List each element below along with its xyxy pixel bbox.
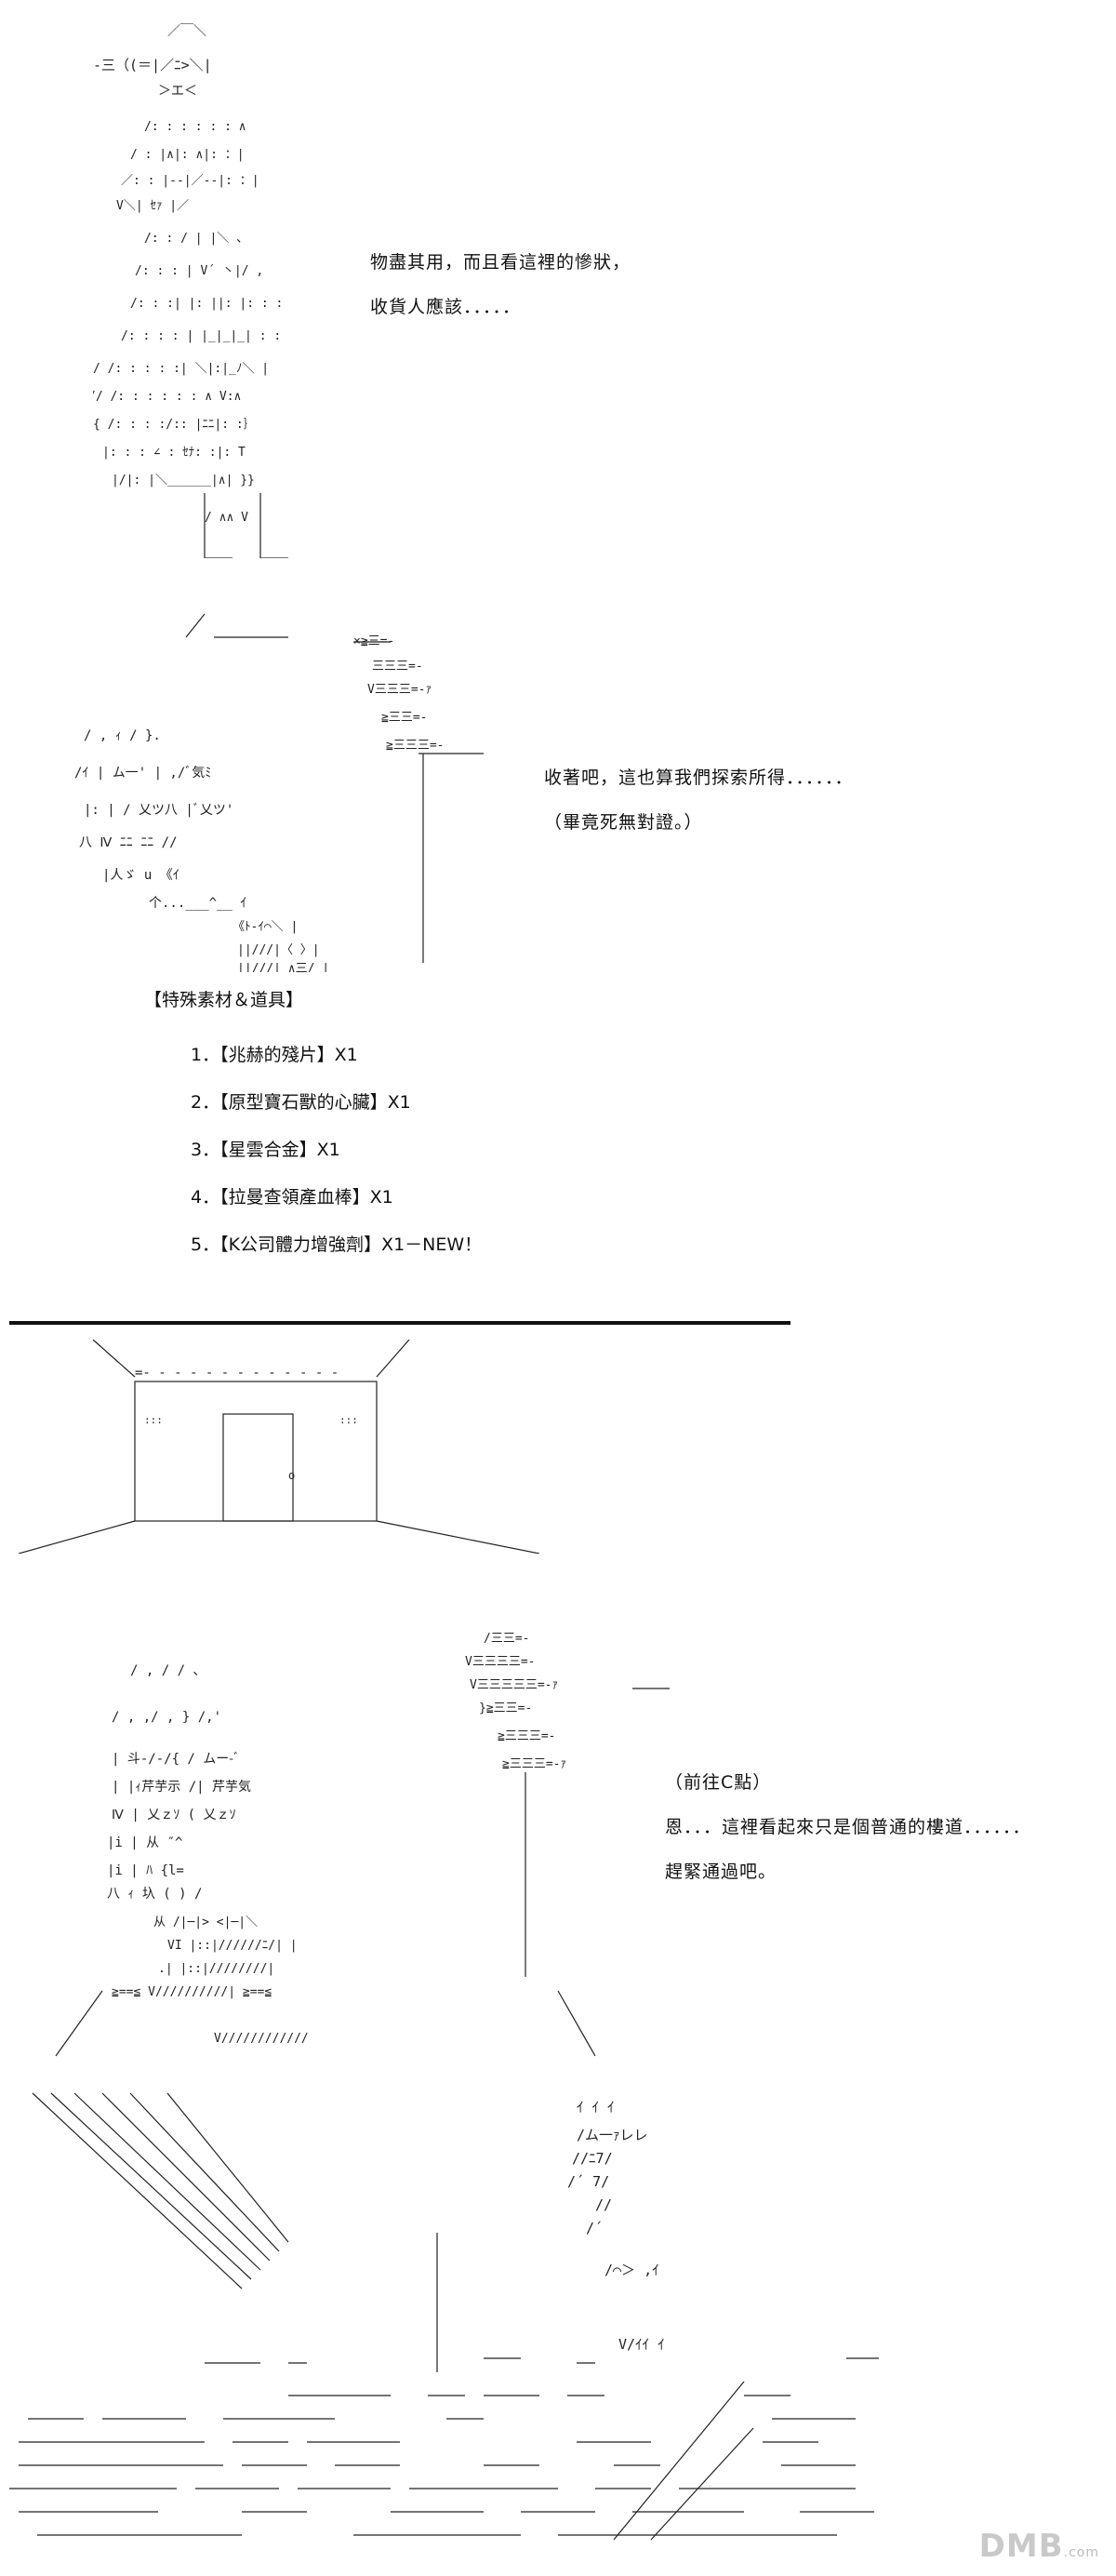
svg-text:/´: /´ [586,2220,603,2236]
svg-text://ﾆ7/: //ﾆ7/ [572,2150,613,2167]
svg-text://: // [595,2196,612,2213]
watermark-brand: DMB [978,2528,1064,2565]
corridor-art: =- - - - - - - - - - - - - o ::: ::: [19,1340,539,1554]
svg-text:/: : : : | |_|_|_| : :: /: : : : | |_|_|_| : : [121,329,281,343]
dialogue-line: 趕緊通過吧。 [665,1862,777,1882]
svg-text:V/ｲｲ ｲ: V/ｲｲ ｲ [618,2336,665,2353]
list-item: 3．【星雲合金】X1 [191,1140,340,1160]
svg-text:从 /|─|> <|─|＼: 从 /|─|> <|─|＼ [153,1915,258,1929]
svg-text::::: ::: [339,1414,358,1426]
dialogue-panel-3: （前往C點） 恩．．．這裡看起來只是個普通的樓道．．．．．． 趕緊通過吧。 [665,1760,1031,1894]
svg-text:V////////////: V//////////// [214,2032,309,2046]
svg-text:{ /: : : :/:: |ﾆﾆ|: :｝: { /: : : :/:: |ﾆﾆ|: :｝ [93,418,256,432]
svg-text:/ /: : : : :| ＼|:|_ﾉ＼ |: / /: : : : :| ＼|:|_ﾉ＼ | [93,362,269,376]
svg-text:＞エ＜: ＞エ＜ [158,84,197,99]
water-scene-art: ｲ ｲ ｲ /ム一ｧレレ //ﾆ7/ /´ 7/ // /´ /⌒＞ ,ｲ V/… [9,2092,879,2541]
water-lines [9,2357,879,2536]
item-list-header: 【特殊素材＆道具】 [144,990,304,1010]
svg-text:V三三三三三=-ｧ: V三三三三三=-ｧ [470,1678,558,1692]
svg-text:|: : : ∠ : ｾﾅ: :|: T: |: : : ∠ : ｾﾅ: :|: T [102,446,246,460]
character-standing-art: ／￣＼ -三（(＝|／ﾆ>＼| ＞エ＜ /: : : : : : ∧ / : |… [93,24,288,558]
list-item: 2．【原型寶石獸的心臟】X1 [191,1092,411,1113]
dialogue-panel-1: 物盡其用，而且看這裡的慘狀， 收貨人應該．．．．． [370,240,631,329]
svg-text:≧三三三=-: ≧三三三=- [498,1729,555,1743]
svg-text:/ , ｨ / }.: / , ｨ / }. [84,728,161,743]
section-divider [9,1321,790,1325]
svg-text:}≧三三=-: }≧三三=- [479,1702,532,1715]
svg-text:/´ 7/: /´ 7/ [567,2173,609,2190]
svg-text:/ , / / 、: / , / / 、 [130,1663,206,1678]
svg-text:Ⅳ | 乂ｚｿ ( 乂ｚｿ: Ⅳ | 乂ｚｿ ( 乂ｚｿ [112,1808,236,1822]
svg-text:个...___^__ ｲ: 个...___^__ ｲ [149,896,246,911]
watermark-suffix: .com [1063,2545,1099,2560]
svg-text:||///|〈 〉|: ||///|〈 〉| [237,943,320,957]
dialogue-panel-2: 收著吧，這也算我們探索所得．．．．．． （畢竟死無對證。） [544,755,854,845]
svg-text:// /: : : : : : ∧ V:∧: // /: : : : : : ∧ V:∧ [93,390,241,404]
svg-text:≧==≦ V//////////| ≧==≦: ≧==≦ V//////////| ≧==≦ [112,1985,272,1999]
list-item: 1．【兆赫的殘片】X1 [191,1045,358,1065]
svg-text:|/|: |＼______|∧| }}: |/|: |＼______|∧| }} [112,474,255,487]
character-hallway-art: /三三=- V三三三三=- V三三三三三=-ｧ }≧三三=- ≧三三三=- ≧三… [55,1632,670,2057]
svg-text:V三三三三=-: V三三三三=- [465,1655,535,1669]
dialogue-line: 收著吧，這也算我們探索所得．．．．．． [544,767,854,788]
svg-text:.| |::|////////|: .| |::|////////| [158,1962,274,1976]
svg-text:|i | 从 ″^: |i | 从 ″^ [107,1835,182,1850]
location-note: （前往C點） [665,1772,772,1793]
svg-text:V三三三=-ｧ: V三三三=-ｧ [367,683,432,697]
svg-text:VI |::|//////ﾆ/| |: VI |::|//////ﾆ/| | [167,1939,298,1953]
item-list: 【特殊素材＆道具】 1．【兆赫的殘片】X1 2．【原型寶石獸的心臟】X1 3．【… [144,986,482,1269]
svg-text:o: o [288,1469,295,1482]
svg-text:/: : / | |＼ 、: /: : / | |＼ 、 [144,232,248,246]
svg-text::::: ::: [144,1414,163,1426]
svg-text:|人ゞ u 《ｲ: |人ゞ u 《ｲ [102,868,179,883]
svg-text:/ム一ｧレレ: /ム一ｧレレ [577,2127,648,2143]
svg-text:/ : |∧|: ∧|: ：|: / : |∧|: ∧|: ：| [130,148,245,162]
svg-text:《ﾄ-ｲ⌒＼ |: 《ﾄ-ｲ⌒＼ | [232,920,298,934]
svg-text:V＼| ｾｧ |／: V＼| ｾｧ |／ [116,199,189,213]
svg-text:-三（(＝|／ﾆ>＼|: -三（(＝|／ﾆ>＼| [93,57,212,73]
svg-text:/: : : : : : ∧: /: : : : : : ∧ [144,120,246,134]
dialogue-line: 收貨人應該．．．．． [370,297,522,317]
svg-text:/: : : | V´ 丶|/ ,: /: : : | V´ 丶|/ , [135,264,263,278]
svg-text:|: | / 乂ツ八 |ﾞ乂ツ': |: | / 乂ツ八 |ﾞ乂ツ' [84,803,233,818]
svg-text:=- - - - - - - - - - - - -: =- - - - - - - - - - - - - [135,1366,339,1381]
dialogue-line: 恩．．．這裡看起來只是個普通的樓道．．．．．． [665,1817,1031,1837]
svg-text:/⌒＞ ,ｲ: /⌒＞ ,ｲ [604,2262,659,2278]
svg-text:≧三三三=-ｧ: ≧三三三=-ｧ [502,1757,566,1771]
svg-text:||///| ∧三/ |: ||///| ∧三/ | [237,962,329,972]
svg-text:／: : |--|／--|: ：|: ／: : |--|／--|: ：| [121,174,259,188]
svg-text:/三三=-: /三三=- [484,1632,529,1646]
svg-text:≧三三三=-: ≧三三三=- [386,739,444,753]
dialogue-line: （畢竟死無對證。） [544,812,703,833]
svg-text:/ , ,/ , } /,': / , ,/ , } /,' [112,1710,221,1725]
svg-text:八 ｨ 圦 ( ) /: 八 ｨ 圦 ( ) / [107,1887,202,1902]
svg-text:三三三=-: 三三三=- [372,660,423,674]
svg-text:|i | ﾊ {l=: |i | ﾊ {l= [107,1863,184,1878]
svg-text:| 斗-/-/{ / ムー-ﾞ: | 斗-/-/{ / ムー-ﾞ [112,1752,240,1767]
site-watermark: DMB.com [979,2528,1099,2565]
svg-text:×≧三=-: ×≧三=- [353,634,394,648]
svg-text:/ｲ | ム一' | ,/ﾞ気ﾐ: /ｲ | ム一' | ,/ﾞ気ﾐ [74,766,211,781]
svg-text:/ ∧∧ V: / ∧∧ V [205,511,248,525]
svg-text:≧三三=-: ≧三三=- [381,711,427,725]
list-item: 4．【拉曼查領產血棒】X1 [191,1187,393,1208]
svg-text:／￣＼: ／￣＼ [167,24,206,39]
svg-text:| |ｨ芹芋示 /| 芹芋気: | |ｨ芹芋示 /| 芹芋気 [112,1780,251,1795]
character-face-art: ×≧三=- 三三三=- V三三三=-ｧ ≧三三=- ≧三三三=- / , ｨ /… [74,613,484,972]
list-item: 5．【K公司體力增強劑】X1－NEW！ [191,1235,483,1255]
dialogue-line: 物盡其用，而且看這裡的慘狀， [370,252,631,273]
svg-text:/: : :| |: ||: |: : :: /: : :| |: ||: |: : : [130,297,283,311]
svg-text:ｲ ｲ ｲ: ｲ ｲ ｲ [577,2099,615,2116]
svg-text:八 Ⅳ ﾆﾆ ﾆﾆ //: 八 Ⅳ ﾆﾆ ﾆﾆ // [79,835,178,850]
